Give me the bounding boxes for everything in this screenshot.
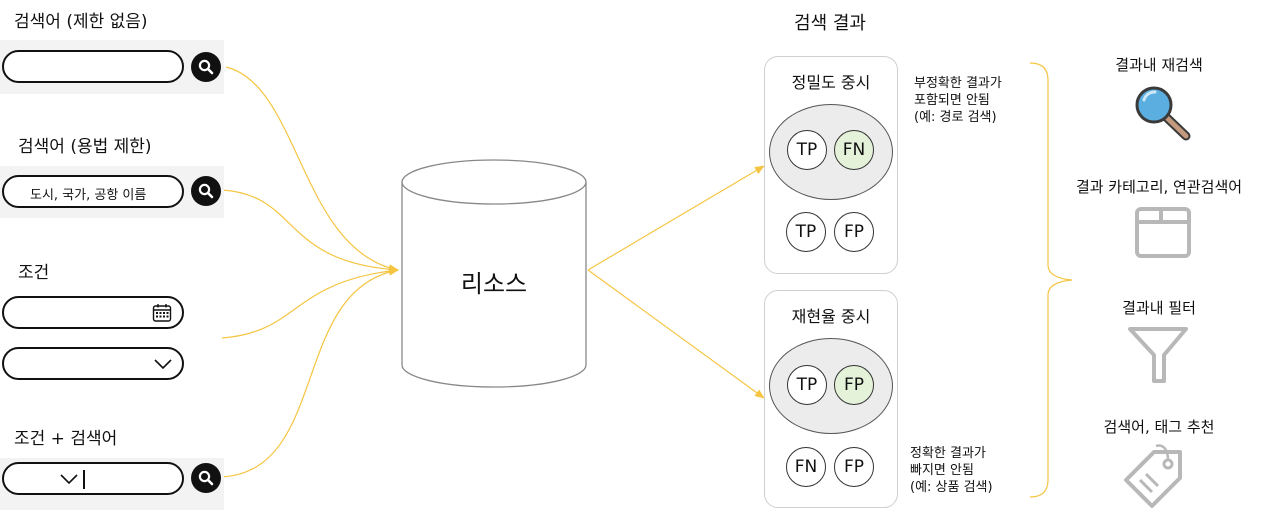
precision-card: 정밀도 중시 TP FN TP FP — [764, 56, 898, 274]
search-button-2[interactable] — [191, 176, 221, 206]
recall-title: 재현율 중시 — [791, 307, 871, 326]
precision-note: 부정확한 결과가 포함되면 안됨 (예: 경로 검색) — [914, 75, 1002, 126]
recall-retrieved-ellipse: TP FP — [769, 338, 893, 434]
folder-icon — [1135, 207, 1191, 258]
recall-card: 재현율 중시 TP FP FN FP — [764, 290, 898, 508]
precision-outer-tp: TP — [786, 212, 826, 252]
precision-note-line-3: (예: 경로 검색) — [914, 110, 997, 125]
precision-note-line-2: 포함되면 안됨 — [914, 93, 990, 108]
chevron-down-icon — [154, 359, 172, 370]
arrow-to-recall — [587, 269, 765, 399]
text-cursor — [83, 470, 85, 489]
connector-line-2 — [221, 189, 399, 274]
search-input-restricted-value: 도시, 국가, 공항 이름 — [30, 188, 147, 203]
bracket — [1029, 62, 1073, 498]
arrow-to-precision — [587, 165, 765, 271]
search-input-unrestricted[interactable] — [2, 50, 184, 83]
connector-line-4 — [221, 267, 399, 478]
precision-retrieved-ellipse: TP FN — [769, 104, 893, 200]
feature-label-filter: 결과내 필터 — [1122, 299, 1196, 317]
precision-note-line-1: 부정확한 결과가 — [914, 76, 1002, 91]
condition-select[interactable] — [2, 347, 184, 380]
search-icon — [198, 183, 214, 199]
chevron-down-icon[interactable] — [60, 473, 78, 485]
search-input-restricted[interactable]: 도시, 국가, 공항 이름 — [2, 175, 184, 208]
group4-label: 조건 + 검색어 — [14, 429, 118, 449]
connector-line-3 — [221, 267, 399, 339]
search-button-1[interactable] — [191, 52, 221, 82]
recall-note-line-3: (예: 상품 검색) — [910, 480, 993, 495]
tag-icon — [1124, 444, 1182, 508]
funnel-icon — [1128, 327, 1188, 383]
resource-cylinder — [401, 159, 587, 388]
magnifier-icon — [1135, 86, 1191, 141]
precision-inner-tp: TP — [787, 130, 827, 170]
resource-label: 리소스 — [460, 270, 528, 298]
search-button-4[interactable] — [191, 463, 221, 493]
date-input[interactable] — [2, 296, 184, 329]
precision-outer-fp: FP — [834, 212, 874, 252]
feature-label-category: 결과 카테고리, 연관검색어 — [1075, 178, 1243, 196]
results-title: 검색 결과 — [794, 13, 866, 34]
feature-label-refine: 결과내 재검색 — [1115, 56, 1203, 74]
precision-title: 정밀도 중시 — [791, 73, 871, 92]
precision-inner-fn: FN — [834, 130, 874, 170]
calendar-icon[interactable] — [152, 303, 172, 323]
search-icon — [198, 470, 214, 486]
group1-label: 검색어 (제한 없음) — [14, 12, 148, 32]
group3-label: 조건 — [18, 263, 50, 283]
recall-inner-fp: FP — [834, 365, 874, 405]
group2-label: 검색어 (용법 제한) — [18, 137, 152, 157]
connector-line-1 — [225, 66, 399, 273]
recall-note-line-2: 빠지면 안됨 — [910, 463, 974, 478]
recall-note: 정확한 결과가 빠지면 안됨 (예: 상품 검색) — [910, 445, 993, 496]
recall-outer-fp: FP — [834, 447, 874, 487]
search-icon — [198, 59, 214, 75]
feature-label-suggest: 검색어, 태그 추천 — [1103, 418, 1215, 436]
recall-inner-tp: TP — [787, 365, 827, 405]
recall-outer-fn: FN — [786, 447, 826, 487]
recall-note-line-1: 정확한 결과가 — [910, 446, 986, 461]
combined-search-input[interactable] — [2, 462, 184, 495]
